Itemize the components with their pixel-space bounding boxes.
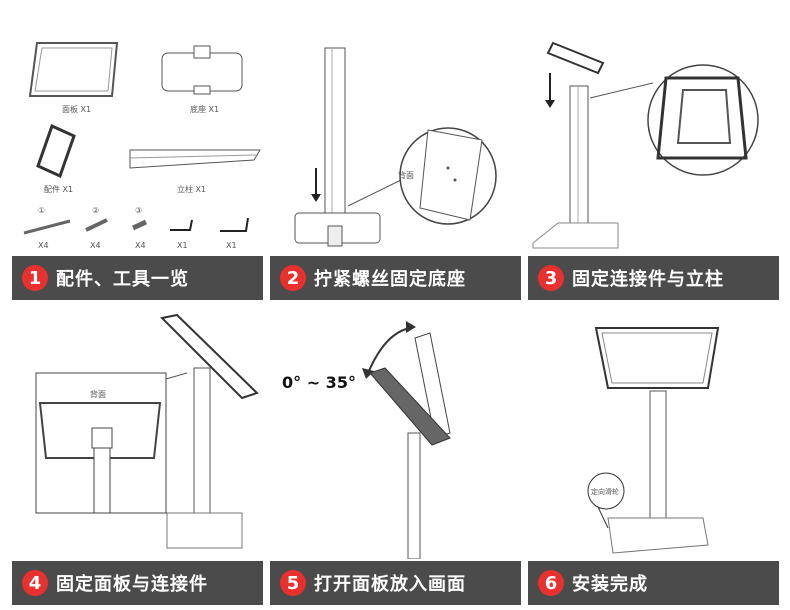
screw-qty-3: X4 (135, 241, 146, 250)
step-3-bar: 3 固定连接件与立柱 (528, 256, 779, 300)
step-number-badge: 4 (22, 570, 48, 596)
step-1-panel: 面板 X1 底座 X1 配件 X1 立柱 X1 ① ② ③ X4 X4 X4 X… (12, 8, 263, 300)
open-panel-drawing (362, 321, 451, 559)
step-6-bar: 6 安装完成 (528, 561, 779, 605)
part-label-connector: 配件 X1 (44, 185, 74, 194)
base-assembly-illustration: 背面 (270, 8, 521, 254)
screw-mark-2: ② (92, 206, 100, 215)
step-2-panel: 背面 2 拧紧螺丝固定底座 (270, 8, 521, 300)
step-caption: 安装完成 (572, 574, 648, 595)
step-2-bar: 2 拧紧螺丝固定底座 (270, 256, 521, 300)
base-assembly-drawing (294, 47, 497, 247)
panel-mount-drawing (35, 313, 259, 549)
wrench-qty-1: X1 (177, 241, 188, 250)
completed-stand-illustration: 定向滑轮 (528, 313, 779, 559)
screw-mark-3: ③ (135, 206, 143, 215)
step-number-badge: 6 (538, 570, 564, 596)
step-4-bar: 4 固定面板与连接件 (12, 561, 263, 605)
screw-qty-1: X4 (38, 241, 49, 250)
screw-mark-1: ① (38, 206, 46, 215)
connector-assembly-drawing (532, 41, 759, 249)
part-label-panel: 面板 X1 (62, 105, 92, 114)
wheel-label: 定向滑轮 (591, 488, 619, 496)
part-label-base: 底座 X1 (190, 105, 220, 114)
step-3-panel: 3 固定连接件与立柱 (528, 8, 779, 300)
step-4-panel: 背面 4 固定面板与连接件 (12, 313, 263, 605)
back-label: 背面 (90, 390, 106, 399)
step-1-bar: 1 配件、工具一览 (12, 256, 263, 300)
step-number-badge: 5 (280, 570, 306, 596)
step-number-badge: 2 (280, 265, 306, 291)
parts-drawing (23, 42, 261, 235)
panel-mount-illustration: 背面 (12, 313, 263, 559)
part-label-column: 立柱 X1 (177, 185, 207, 194)
step-caption: 固定连接件与立柱 (572, 269, 724, 290)
completed-stand-drawing (587, 327, 720, 554)
back-label: 背面 (398, 171, 414, 180)
step-caption: 配件、工具一览 (56, 269, 189, 290)
screw-qty-2: X4 (90, 241, 101, 250)
wrench-qty-2: X1 (226, 241, 237, 250)
parts-illustration: 面板 X1 底座 X1 配件 X1 立柱 X1 ① ② ③ X4 X4 X4 X… (12, 8, 263, 254)
step-number-badge: 3 (538, 265, 564, 291)
step-caption: 拧紧螺丝固定底座 (314, 269, 466, 290)
step-5-bar: 5 打开面板放入画面 (270, 561, 521, 605)
step-caption: 固定面板与连接件 (56, 574, 208, 595)
step-5-panel: 0° ~ 35° 5 打开面板放入画面 (270, 313, 521, 605)
angle-label: 0° ~ 35° (282, 373, 356, 392)
step-6-panel: 定向滑轮 6 安装完成 (528, 313, 779, 605)
connector-assembly-illustration (528, 8, 779, 254)
step-caption: 打开面板放入画面 (314, 574, 466, 595)
step-number-badge: 1 (22, 265, 48, 291)
open-panel-illustration: 0° ~ 35° (270, 313, 521, 559)
